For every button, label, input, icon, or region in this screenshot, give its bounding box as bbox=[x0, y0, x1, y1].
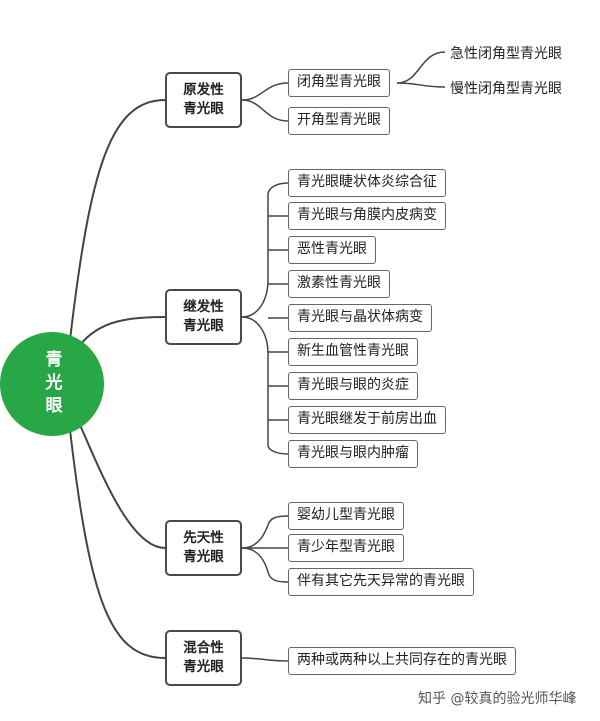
leaf-secondary: 青光眼与晶状体病变 bbox=[288, 304, 432, 332]
leaf-secondary: 青光眼与眼的炎症 bbox=[288, 372, 418, 400]
leaf-secondary: 新生血管性青光眼 bbox=[288, 338, 418, 366]
leaf-secondary: 青光眼与眼内肿瘤 bbox=[288, 440, 418, 468]
leaf-congenital: 伴有其它先天异常的青光眼 bbox=[288, 568, 474, 596]
root-label: 青光眼 bbox=[41, 349, 62, 419]
category-congenital: 先天性 青光眼 bbox=[165, 520, 242, 576]
leaf-open-angle: 开角型青光眼 bbox=[288, 107, 390, 135]
category-primary: 原发性 青光眼 bbox=[165, 72, 242, 128]
leaf-closed-angle: 闭角型青光眼 bbox=[288, 69, 390, 97]
leaf-acute-closed: 急性闭角型青光眼 bbox=[450, 46, 562, 62]
leaf-chronic-closed: 慢性闭角型青光眼 bbox=[450, 81, 562, 97]
leaf-secondary: 青光眼与角膜内皮病变 bbox=[288, 202, 446, 230]
category-secondary: 继发性 青光眼 bbox=[165, 289, 242, 345]
leaf-secondary: 恶性青光眼 bbox=[288, 236, 376, 264]
leaf-congenital: 婴幼儿型青光眼 bbox=[288, 502, 404, 530]
watermark: 知乎 @较真的验光师华峰 bbox=[418, 691, 577, 707]
root-node: 青光眼 bbox=[0, 332, 104, 436]
leaf-secondary: 青光眼继发于前房出血 bbox=[288, 406, 446, 434]
leaf-secondary: 激素性青光眼 bbox=[288, 270, 390, 298]
leaf-secondary: 青光眼睫状体炎综合征 bbox=[288, 169, 446, 197]
leaf-mixed: 两种或两种以上共同存在的青光眼 bbox=[288, 647, 516, 675]
category-mixed: 混合性 青光眼 bbox=[165, 630, 242, 686]
leaf-congenital: 青少年型青光眼 bbox=[288, 534, 404, 562]
